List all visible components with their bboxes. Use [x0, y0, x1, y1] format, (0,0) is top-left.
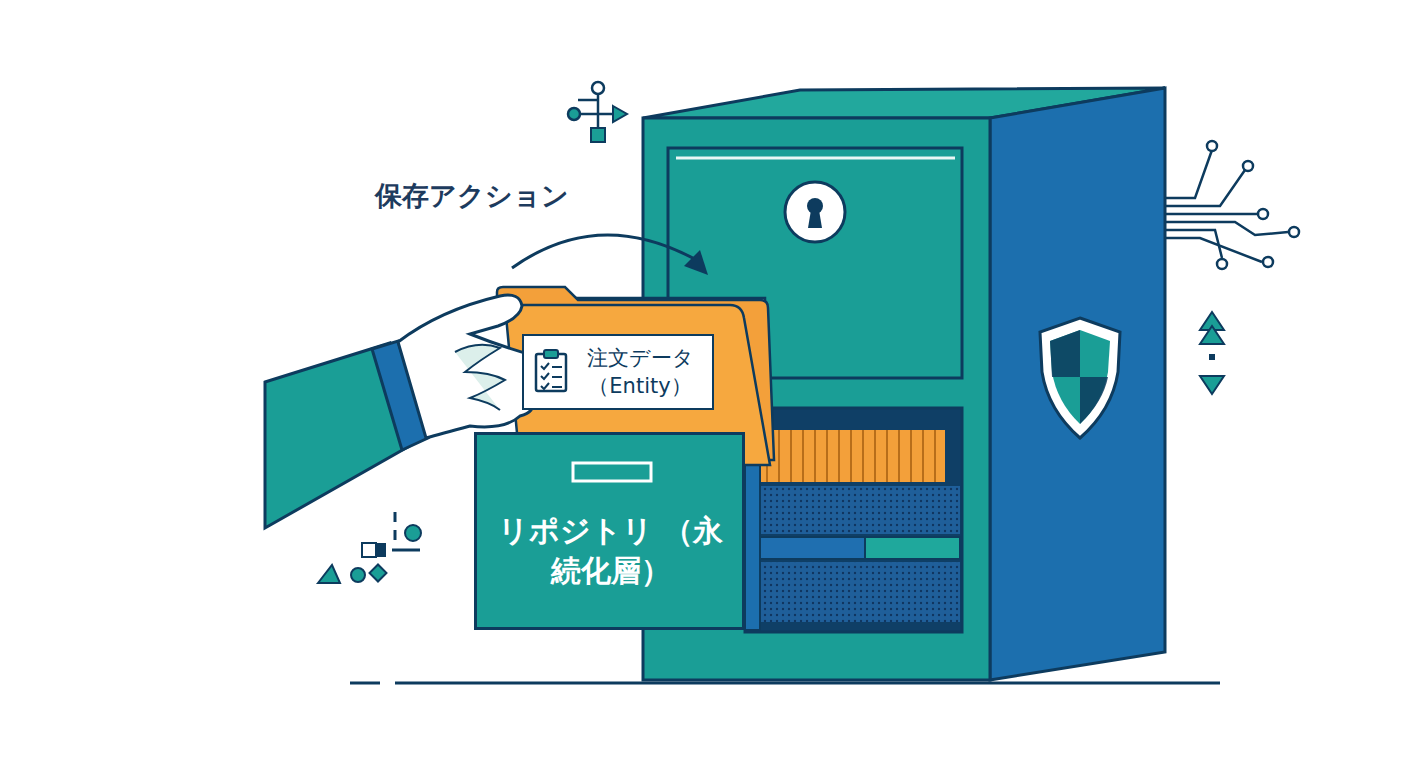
floor-line [395, 682, 1220, 685]
circuit-lines [1165, 150, 1288, 262]
flow-icon [578, 90, 615, 128]
decor-shapes [318, 512, 421, 583]
stored-records [760, 486, 960, 534]
node-text: 注文データ （Entity） [576, 344, 704, 401]
flow-icon [568, 108, 580, 120]
stored-records [760, 562, 960, 622]
flow-icon [592, 82, 604, 94]
drawer-pull [571, 461, 653, 483]
glove-fold [455, 345, 505, 410]
node-text: リポジトリ （永続化層） [487, 511, 734, 592]
action-label: 保存アクション [375, 178, 569, 214]
entity-label: 注文データ （Entity） [522, 334, 714, 410]
arrow-head [684, 250, 708, 275]
cabinet-side [990, 88, 1165, 680]
stored-bar [865, 537, 960, 559]
shield-icon [1040, 318, 1120, 438]
sync-icon [1200, 376, 1224, 394]
clipboard-icon [534, 349, 568, 393]
action-arrow [512, 235, 700, 268]
sync-icon [1200, 326, 1224, 344]
flow-icon [613, 106, 627, 122]
drawer-highlight [676, 157, 955, 160]
keyhole [808, 210, 822, 228]
keyhole [785, 182, 845, 242]
drawer-front: リポジトリ （永続化層） [474, 432, 745, 630]
shield-icon [1050, 330, 1110, 424]
flow-icon [591, 128, 605, 142]
drawer-opening [745, 408, 962, 632]
circuit-nodes [1207, 141, 1299, 269]
sync-icon [1209, 354, 1215, 360]
floor-line [350, 682, 380, 685]
stored-folders [760, 430, 945, 482]
stored-bar [760, 537, 865, 559]
shield-icon [1050, 330, 1108, 424]
